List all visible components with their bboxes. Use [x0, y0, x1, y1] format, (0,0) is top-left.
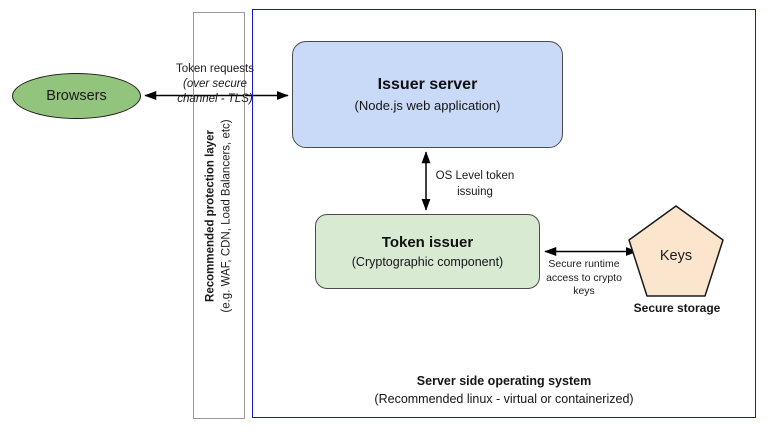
secure-storage-caption: Secure storage	[633, 301, 721, 315]
token-issuer-box-shape: Token issuer (Cryptographic component)	[315, 214, 540, 289]
secure-runtime-line-2: access to crypto	[546, 271, 622, 284]
secure-runtime-line-3: keys	[573, 285, 595, 298]
token-requests-line-1: Token requests	[176, 63, 254, 75]
browsers-ellipse-shape: Browsers	[12, 73, 141, 119]
node-issuer-server[interactable]: Issuer server (Node.js web application)	[292, 41, 563, 148]
issuer-server-title: Issuer server	[377, 76, 478, 94]
operating-system-title: Server side operating system	[416, 374, 592, 388]
protection-layer-subtitle: (e.g. WAF, CDN, Load Balancers, etc)	[220, 118, 232, 313]
protection-layer-container: Recommended protection layer (e.g. WAF, …	[193, 12, 245, 419]
keys-label: Keys	[659, 248, 693, 264]
token-issuer-subtitle: (Cryptographic component)	[351, 255, 504, 270]
edge-label-token-requests: Token requests (over secure channel - TL…	[155, 62, 275, 107]
node-keys[interactable]: Keys	[627, 204, 725, 298]
os-level-line-1: OS Level token	[435, 170, 515, 182]
issuer-server-subtitle: (Node.js web application)	[354, 97, 501, 113]
protection-layer-title: Recommended protection layer	[204, 129, 217, 302]
token-requests-line-3: channel - TLS)	[177, 92, 253, 105]
browsers-label: Browsers	[46, 88, 107, 104]
keys-pentagon-shape	[628, 205, 724, 297]
node-browsers[interactable]: Browsers	[12, 73, 141, 119]
issuer-server-box-shape: Issuer server (Node.js web application)	[292, 41, 563, 148]
edge-label-os-level-token-issuing: OS Level token issuing	[420, 169, 530, 200]
operating-system-subtitle: (Recommended linux - virtual or containe…	[374, 392, 634, 407]
secure-runtime-line-1: Secure runtime	[548, 258, 620, 270]
token-issuer-title: Token issuer	[381, 233, 474, 251]
operating-system-container	[252, 9, 756, 418]
node-token-issuer[interactable]: Token issuer (Cryptographic component)	[315, 214, 540, 289]
os-level-line-2: issuing	[457, 185, 493, 198]
operating-system-caption: Server side operating system (Recommende…	[252, 372, 756, 408]
edge-label-secure-runtime-access: Secure runtime access to crypto keys	[541, 258, 627, 299]
token-requests-line-2: (over secure	[183, 77, 247, 90]
protection-layer-label: Recommended protection layer (e.g. WAF, …	[203, 119, 234, 312]
